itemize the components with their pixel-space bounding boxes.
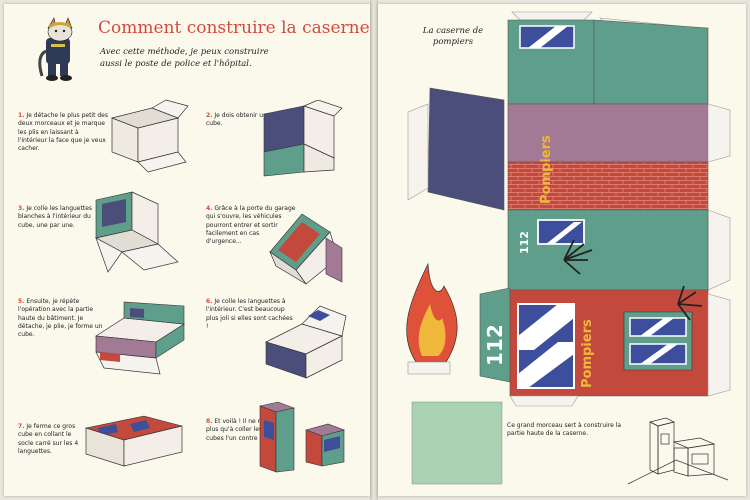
left-page: Comment construire la caserne Avec cette…: [4, 4, 370, 496]
step-2-illustration: [263, 100, 343, 177]
caserne-label: La caserne de pompiers: [422, 26, 484, 47]
house-number-small: 112: [518, 231, 531, 254]
page-title: Comment construire la caserne: [98, 18, 370, 38]
ground-base-square: [411, 401, 503, 485]
step-8-illustration: [258, 401, 345, 473]
step-description: Je dois obtenir un gros cube.: [206, 112, 282, 128]
step-number: 2.: [206, 112, 213, 119]
step-description: Je colle les languettes à l'intérieur. C…: [206, 298, 293, 330]
page-subtitle: Avec cette méthode, je peux construire a…: [100, 47, 269, 69]
step-3-text: 3. Je colle les languettes blanches à l'…: [18, 205, 108, 230]
step-number: 4.: [206, 205, 213, 212]
right-page: La caserne de pompiers Pompiers 112: [378, 4, 746, 496]
ground-note: Ce grand morceau sert à construire la pa…: [507, 422, 622, 437]
step-number: 3.: [18, 205, 25, 212]
step-7-illustration: [84, 415, 183, 467]
roof-side-panel: [427, 87, 505, 211]
step-5-text: 5. Ensuite, je répète l'opération avec l…: [18, 298, 108, 339]
step-description: Et voilà ! Il ne me reste plus qu'à coll…: [206, 418, 285, 442]
step-number: 5.: [18, 298, 25, 305]
step-2-text: 2. Je dois obtenir un gros cube.: [206, 112, 296, 129]
book-gutter: [370, 0, 378, 500]
step-1-text: 1. Je détache le plus petit des deux mor…: [18, 112, 108, 153]
step-4-text: 4. Grâce à la porte du garage qui s'ouvr…: [206, 205, 296, 246]
step-1-illustration: [110, 99, 189, 173]
fire-station-cutout-template: Pompiers 112 112 Pompiers: [406, 11, 731, 485]
assembled-station-sketch: [627, 417, 729, 485]
sign-facade: Pompiers: [580, 319, 595, 388]
step-description: Je colle les languettes blanches à l'int…: [18, 205, 93, 229]
firefighter-fox-illustration: [38, 17, 73, 81]
step-3-illustration: [95, 191, 179, 273]
step-number: 6.: [206, 298, 213, 305]
step-7-text: 7. Je ferme ce gros cube en collant le s…: [18, 423, 88, 456]
step-description: Grâce à la porte du garage qui s'ouvre, …: [206, 205, 296, 246]
step-number: 1.: [18, 112, 25, 119]
house-number-large: 112: [483, 324, 507, 366]
step-description: Je ferme ce gros cube en collant le socl…: [18, 423, 79, 455]
step-5-illustration: [94, 301, 186, 375]
step-6-text: 6. Je colle les languettes à l'intérieur…: [206, 298, 296, 331]
step-number: 8.: [206, 418, 213, 425]
step-number: 7.: [18, 423, 25, 430]
step-4-illustration: [269, 213, 343, 285]
step-description: Je détache le plus petit des deux morcea…: [18, 112, 108, 153]
step-description: Ensuite, je répète l'opération avec la p…: [18, 298, 103, 339]
step-8-text: 8. Et voilà ! Il ne me reste plus qu'à c…: [206, 418, 288, 443]
step-6-illustration: [265, 305, 347, 379]
sign-vertical: Pompiers: [539, 135, 554, 204]
